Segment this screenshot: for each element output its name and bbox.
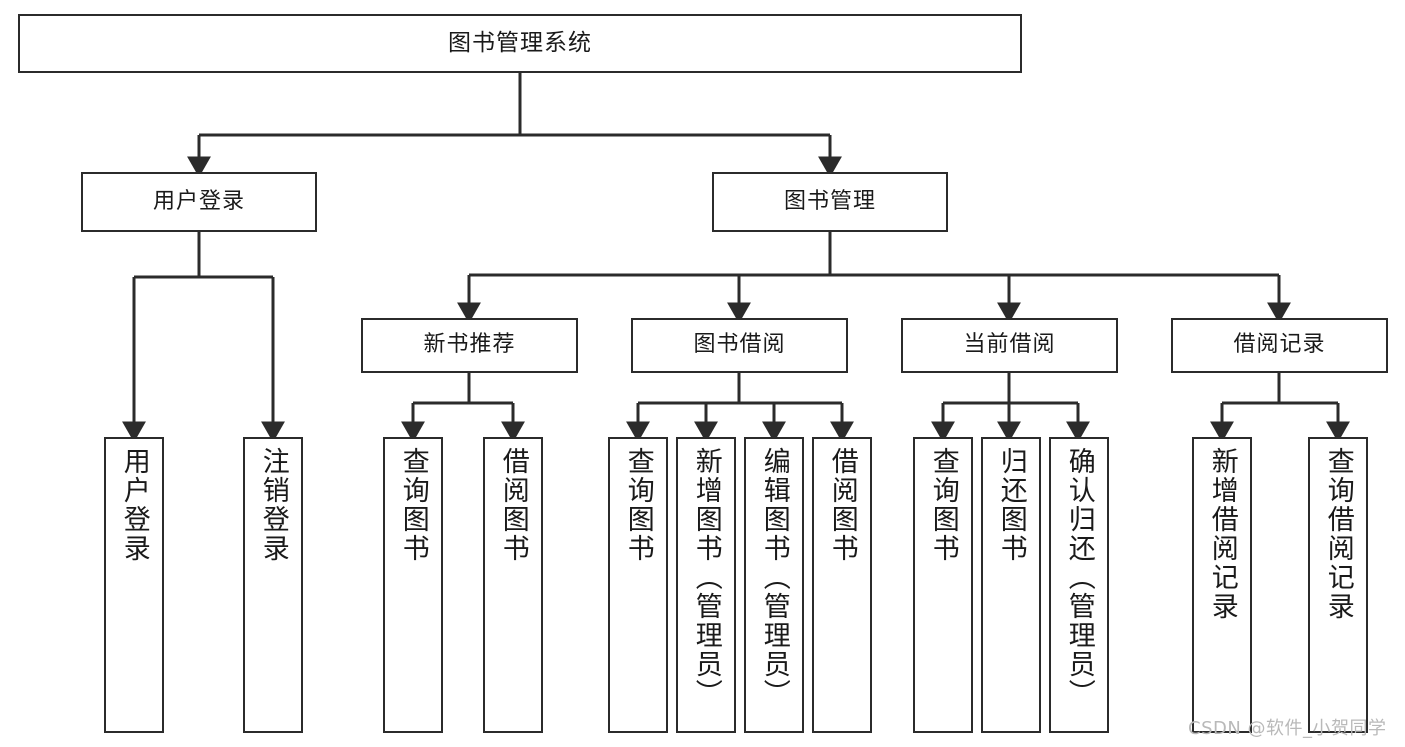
node-current-borrow[interactable]: 当前借阅 [901,318,1118,373]
leaf-label: 借阅图书 [826,447,858,563]
node-book-borrow-label: 图书借阅 [693,332,786,358]
leaf-label: 编辑图书（管理员） [758,447,790,708]
node-book-management[interactable]: 图书管理 [712,172,948,232]
leaf-user-login-logout[interactable]: 注销登录 [243,437,303,733]
leaf-borrow-add-book[interactable]: 新增图书（管理员） [676,437,736,733]
leaf-label: 查询图书 [397,447,429,563]
leaf-records-add-record[interactable]: 新增借阅记录 [1192,437,1252,733]
node-new-book-recommend[interactable]: 新书推荐 [361,318,578,373]
leaf-new-book-query[interactable]: 查询图书 [383,437,443,733]
leaf-label: 借阅图书 [497,447,529,563]
leaf-label: 新增图书（管理员） [690,447,722,708]
watermark: CSDN @软件_小贺同学 [1188,718,1387,739]
leaf-borrow-edit-book[interactable]: 编辑图书（管理员） [744,437,804,733]
leaf-label: 查询借阅记录 [1322,447,1354,621]
node-current-borrow-label: 当前借阅 [963,332,1056,358]
leaf-current-return-book[interactable]: 归还图书 [981,437,1041,733]
leaf-label: 查询图书 [622,447,654,563]
leaf-label: 确认归还（管理员） [1063,447,1095,708]
node-user-login[interactable]: 用户登录 [81,172,317,232]
leaf-label: 注销登录 [257,447,289,563]
node-borrow-records[interactable]: 借阅记录 [1171,318,1388,373]
leaf-label: 新增借阅记录 [1206,447,1238,621]
leaf-label: 查询图书 [927,447,959,563]
node-book-management-label: 图书管理 [783,188,876,214]
leaf-user-login-login[interactable]: 用户登录 [104,437,164,733]
node-root[interactable]: 图书管理系统 [18,14,1022,73]
leaf-records-query-record[interactable]: 查询借阅记录 [1308,437,1368,733]
leaf-borrow-query-book[interactable]: 查询图书 [608,437,668,733]
leaf-borrow-borrow-book[interactable]: 借阅图书 [812,437,872,733]
leaf-current-query-book[interactable]: 查询图书 [913,437,973,733]
leaf-label: 归还图书 [995,447,1027,563]
node-new-book-recommend-label: 新书推荐 [423,332,516,358]
node-borrow-records-label: 借阅记录 [1233,332,1326,358]
leaf-new-book-borrow[interactable]: 借阅图书 [483,437,543,733]
node-root-label: 图书管理系统 [448,29,592,56]
leaf-current-confirm-return[interactable]: 确认归还（管理员） [1049,437,1109,733]
node-book-borrow[interactable]: 图书借阅 [631,318,848,373]
leaf-label: 用户登录 [118,447,150,563]
node-user-login-label: 用户登录 [152,188,245,214]
